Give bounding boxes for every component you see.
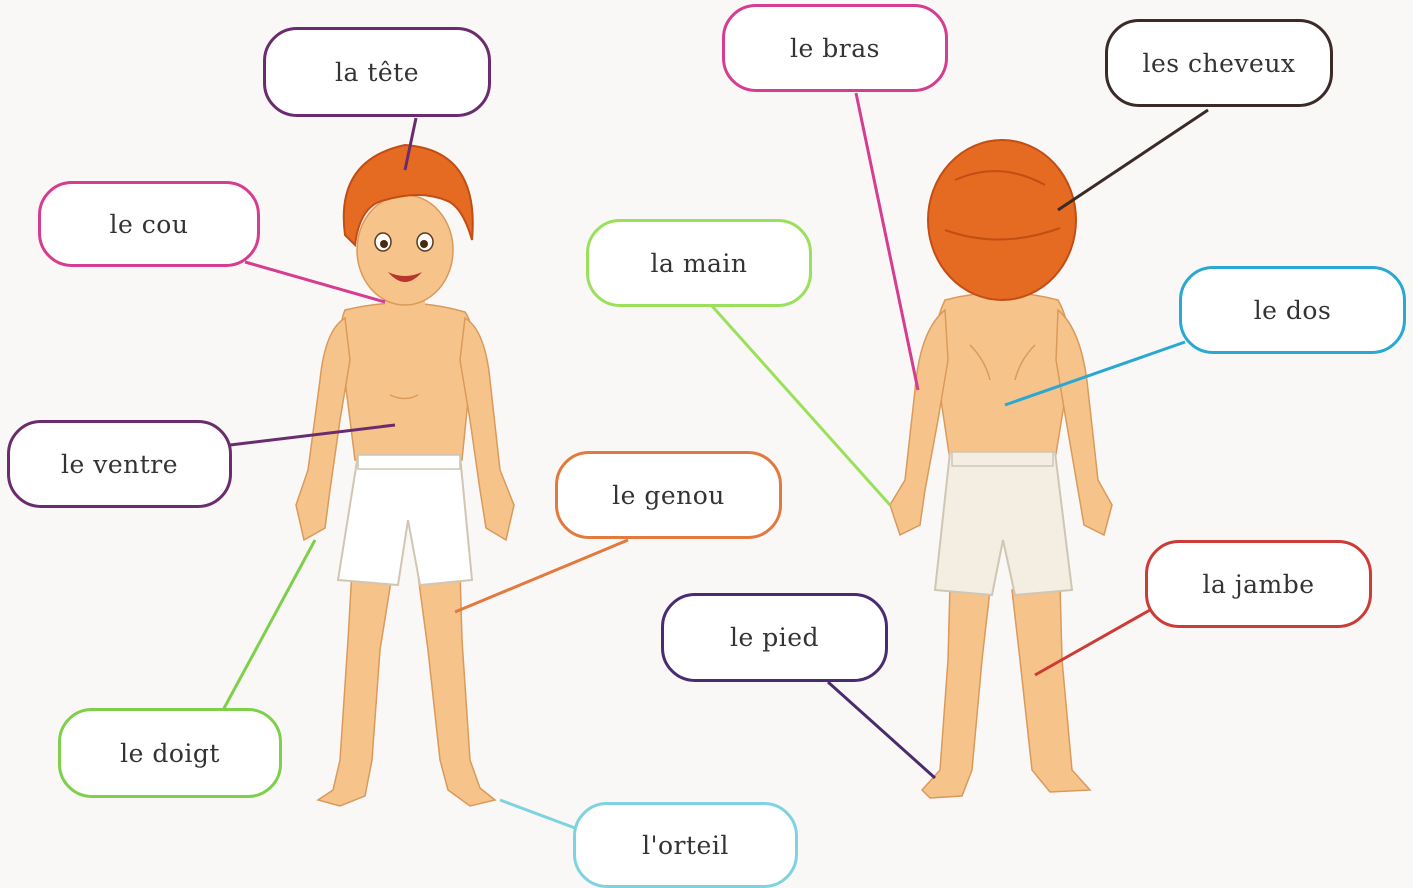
label-text: le dos bbox=[1254, 296, 1332, 325]
line-orteil bbox=[500, 800, 575, 828]
label-la-jambe: la jambe bbox=[1145, 540, 1372, 628]
label-text: la tête bbox=[335, 58, 419, 87]
label-le-doigt: le doigt bbox=[58, 708, 282, 798]
label-le-dos: le dos bbox=[1179, 266, 1406, 354]
label-text: la jambe bbox=[1202, 570, 1314, 599]
line-bras bbox=[856, 93, 918, 390]
label-le-genou: le genou bbox=[555, 451, 782, 539]
label-le-cou: le cou bbox=[38, 181, 260, 267]
label-le-ventre: le ventre bbox=[7, 420, 232, 508]
label-text: la main bbox=[650, 249, 747, 278]
label-le-pied: le pied bbox=[661, 593, 888, 682]
label-les-cheveux: les cheveux bbox=[1105, 19, 1333, 107]
label-text: le pied bbox=[730, 623, 819, 652]
label-text: le doigt bbox=[120, 739, 220, 768]
label-text: les cheveux bbox=[1142, 49, 1295, 78]
line-genou bbox=[455, 540, 628, 612]
front-boy bbox=[296, 145, 514, 806]
label-text: le genou bbox=[612, 481, 725, 510]
line-cheveux bbox=[1058, 110, 1208, 210]
label-text: l'orteil bbox=[642, 831, 729, 860]
label-le-bras: le bras bbox=[722, 4, 948, 92]
label-la-main: la main bbox=[586, 219, 812, 307]
label-text: le cou bbox=[110, 210, 189, 239]
label-text: le bras bbox=[790, 34, 880, 63]
label-la-tete: la tête bbox=[263, 27, 491, 117]
label-l-orteil: l'orteil bbox=[573, 802, 798, 888]
line-doigt bbox=[222, 540, 315, 712]
back-boy bbox=[890, 140, 1112, 798]
label-text: le ventre bbox=[61, 450, 178, 479]
line-pied bbox=[828, 682, 935, 778]
